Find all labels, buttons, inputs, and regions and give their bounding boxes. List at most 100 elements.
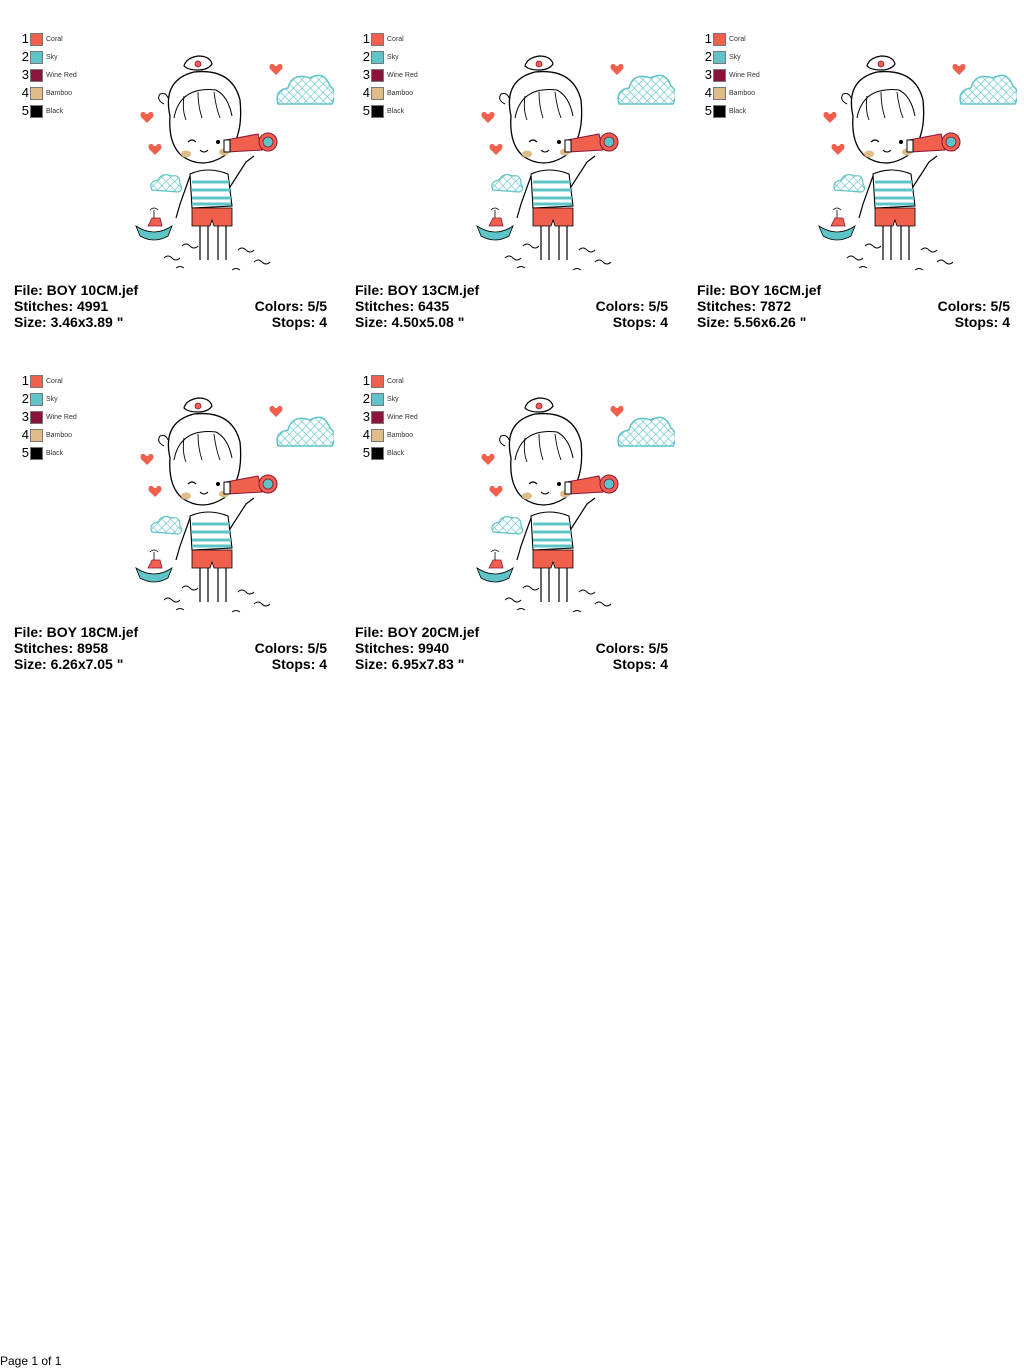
heart-3 [148,485,162,497]
design-size: Size: 5.56x6.26 " [697,314,807,330]
legend-number: 4 [362,85,370,100]
cloud-large [617,416,675,447]
legend-number: 3 [362,67,370,82]
red-shorts [191,549,233,569]
legend-swatch [30,410,43,424]
waves [504,585,612,613]
legend-swatch [30,86,43,100]
legend-swatch [713,32,726,46]
legend-color-name: Coral [46,35,63,43]
legend-swatch [713,104,726,118]
legend-swatch [713,50,726,64]
red-shorts [874,207,916,227]
heart-3 [489,143,503,155]
waves [504,243,612,271]
heart-2 [823,111,837,123]
boy-telescope-embroidery [135,55,334,271]
legend-color-name: Wine Red [387,413,418,421]
legend-swatch [371,68,384,82]
legend-color-name: Sky [387,53,399,61]
heart-1 [952,63,966,75]
red-shorts [191,207,233,227]
legend-number: 5 [21,103,29,118]
legend-row-black: 5 Black [361,444,418,462]
heart-1 [269,405,283,417]
legend-color-name: Bamboo [387,89,414,97]
cloud-small [150,516,183,535]
legend-number: 1 [704,31,712,46]
legend-color-name: Coral [46,377,63,385]
legend-color-name: Bamboo [46,431,73,439]
legend-swatch [371,410,384,424]
legend-number: 5 [21,445,29,460]
legend-color-name: Black [387,107,405,115]
legend-color-name: Bamboo [387,431,414,439]
legend-color-name: Black [729,107,747,115]
file-name: File: BOY 10CM.jef [14,282,139,298]
color-count: Colors: 5/5 [254,298,327,314]
legend-number: 4 [21,85,29,100]
stop-count: Stops: 4 [954,314,1010,330]
design-size: Size: 6.95x7.83 " [355,656,465,672]
legend-swatch [30,392,43,406]
legend-color-name: Bamboo [729,89,756,97]
legend-swatch [371,392,384,406]
legend-number: 2 [21,391,29,406]
legend-color-name: Black [387,449,405,457]
legend-color-name: Wine Red [729,71,760,79]
legend-swatch [713,68,726,82]
color-count: Colors: 5/5 [595,640,668,656]
legend-row-bamboo: 4 Bamboo [361,84,418,102]
cloud-small [491,174,524,193]
legend-swatch [713,86,726,100]
legend-row-bamboo: 4 Bamboo [20,84,77,102]
legend-number: 5 [362,445,370,460]
legend-number: 3 [362,409,370,424]
color-count: Colors: 5/5 [254,640,327,656]
design-size: Size: 4.50x5.08 " [355,314,465,330]
legend-row-wine-red: 3 Wine Red [361,408,418,426]
cloud-large [617,74,675,105]
stitch-count: Stitches: 6435 [355,298,450,314]
legend-color-name: Coral [729,35,746,43]
legend-number: 3 [21,67,29,82]
legend-row-bamboo: 4 Bamboo [20,426,77,444]
legend-color-name: Coral [387,377,404,385]
heart-2 [140,453,154,465]
stop-count: Stops: 4 [612,314,668,330]
design-size: Size: 6.26x7.05 " [14,656,124,672]
legend-number: 4 [21,427,29,442]
heart-3 [148,143,162,155]
stop-count: Stops: 4 [271,656,327,672]
legend-swatch [30,428,43,442]
legend-color-name: Wine Red [46,413,77,421]
legend-number: 2 [704,49,712,64]
legend-swatch [30,50,43,64]
legend-swatch [30,446,43,460]
legend-color-name: Bamboo [46,89,73,97]
stitch-count: Stitches: 9940 [355,640,450,656]
file-name: File: BOY 16CM.jef [697,282,822,298]
color-count: Colors: 5/5 [937,298,1010,314]
